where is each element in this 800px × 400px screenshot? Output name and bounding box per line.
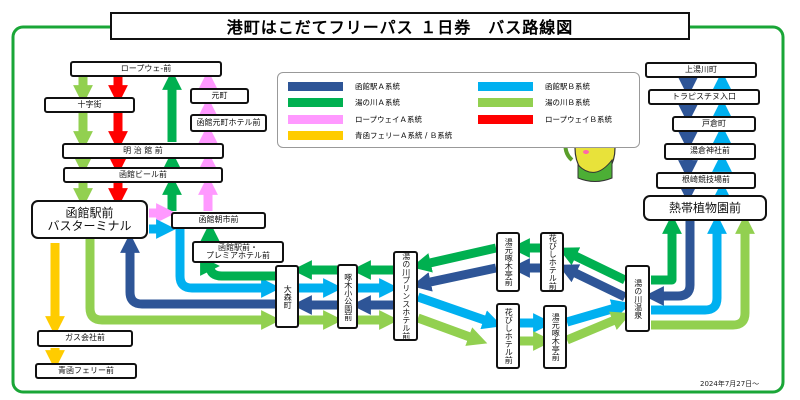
legend-item: 函館駅Ａ系統 (288, 81, 400, 92)
stop-beer: 函館ビール前 (63, 167, 223, 183)
stop-ropeway: ロープウェ-前 (70, 61, 222, 77)
stop-meijikan: 明 治 館 前 (62, 143, 224, 159)
stop-yumoto-bottom: 湯元啄木亭前 (543, 305, 567, 369)
route-arrow-yunokawa-b (651, 214, 755, 330)
stop-kamiyunokawa: 上湯川町 (645, 62, 757, 78)
legend-label: ロープウェイＡ系統 (355, 115, 423, 124)
legend-swatch (288, 82, 343, 91)
legend-swatch (478, 98, 533, 107)
legend-swatch (478, 82, 533, 91)
stop-onsen: 湯の川温泉 (625, 265, 650, 332)
legend-item: 函館駅Ｂ系統 (478, 81, 590, 92)
route-arrow-hakodate-a (120, 233, 275, 309)
stop-yukura: 湯倉神社前 (664, 143, 756, 160)
stop-yumoto-top: 湯元啄木亭前 (496, 232, 520, 292)
stop-nesaki: 根崎競技場前 (656, 172, 756, 189)
legend-label: 湯の川Ａ系統 (355, 98, 400, 107)
stop-ferry: 青函フェリー前 (35, 363, 137, 379)
stop-takuboku-park: 啄木小公園前 (337, 264, 358, 329)
route-arrow-yunokawa-a (651, 214, 682, 285)
route-arrow-yunokawa-a (558, 247, 627, 285)
legend-swatch (478, 115, 533, 124)
stop-gas: ガス会社前 (37, 330, 133, 347)
legend-label: ロープウェイＢ系統 (545, 115, 613, 124)
stop-trappistine: トラピスチヌ入口 (648, 89, 760, 105)
effective-date: 2024年7月27日〜 (700, 380, 760, 388)
stop-hanabishi-top: 花びしホテル前 (540, 232, 564, 292)
route-arrow-hakodate-b (175, 229, 281, 298)
stop-jujigai: 十字街 (44, 97, 135, 113)
page-title: 港町はこだてフリーパス １日券 バス路線図 (110, 12, 690, 40)
route-arrow-yunokawa-a (200, 256, 275, 281)
route-arrow-hakodate-b (651, 214, 727, 315)
route-arrow-yunokawa-b (565, 311, 632, 345)
legend-label: 青函フェリーＡ系統 / Ｂ系統 (355, 131, 453, 140)
legend-swatch (288, 98, 343, 107)
legend-item: ロープウェイＢ系統 (478, 114, 612, 125)
legend-label: 函館駅Ａ系統 (355, 82, 400, 91)
stop-tokura: 戸倉町 (672, 116, 756, 132)
route-arrow-yunokawa-b (85, 239, 281, 330)
stop-hanabishi-bottom: 花びしホテル前 (496, 303, 520, 369)
route-arrow-yunokawa-b (416, 313, 488, 346)
route-arrow-yunokawa-a (411, 243, 497, 273)
route-arrow-hakodate-a (558, 264, 627, 302)
legend-label: 函館駅Ｂ系統 (545, 82, 590, 91)
stop-premier: 函館駅前・ プレミアホテル前 (192, 241, 284, 263)
route-arrow-hakodate-a (644, 221, 695, 306)
legend-item: 湯の川Ｂ系統 (478, 97, 590, 108)
legend-label: 湯の川Ｂ系統 (545, 98, 590, 107)
stop-omoricho: 大森町 (275, 265, 299, 328)
legend-item: 青函フェリーＡ系統 / Ｂ系統 (288, 130, 452, 141)
stop-botanical: 熱帯植物園前 (643, 195, 767, 221)
route-arrow-hakodate-b (565, 299, 632, 327)
route-arrow-hakodate-b (416, 292, 503, 330)
stop-terminal: 函館駅前 バスターミナル (31, 200, 148, 239)
route-arrow-hakodate-a (411, 263, 497, 292)
legend: 函館駅Ａ系統 函館駅Ｂ系統湯の川Ａ系統 湯の川Ｂ系統ロープウェイＡ系統 ロープウェイＢ… (277, 72, 640, 148)
legend-item: 湯の川Ａ系統 (288, 97, 400, 108)
legend-swatch (288, 115, 343, 124)
stop-asaichi: 函館朝市前 (171, 212, 266, 229)
stop-prince: 湯の川プリンスホテル前 (393, 251, 418, 341)
legend-item: ロープウェイＡ系統 (288, 114, 422, 125)
stop-motomachi: 元町 (190, 88, 249, 104)
legend-swatch (288, 131, 343, 140)
stop-motomachi-hotel: 函館元町ホテル前 (190, 114, 267, 132)
